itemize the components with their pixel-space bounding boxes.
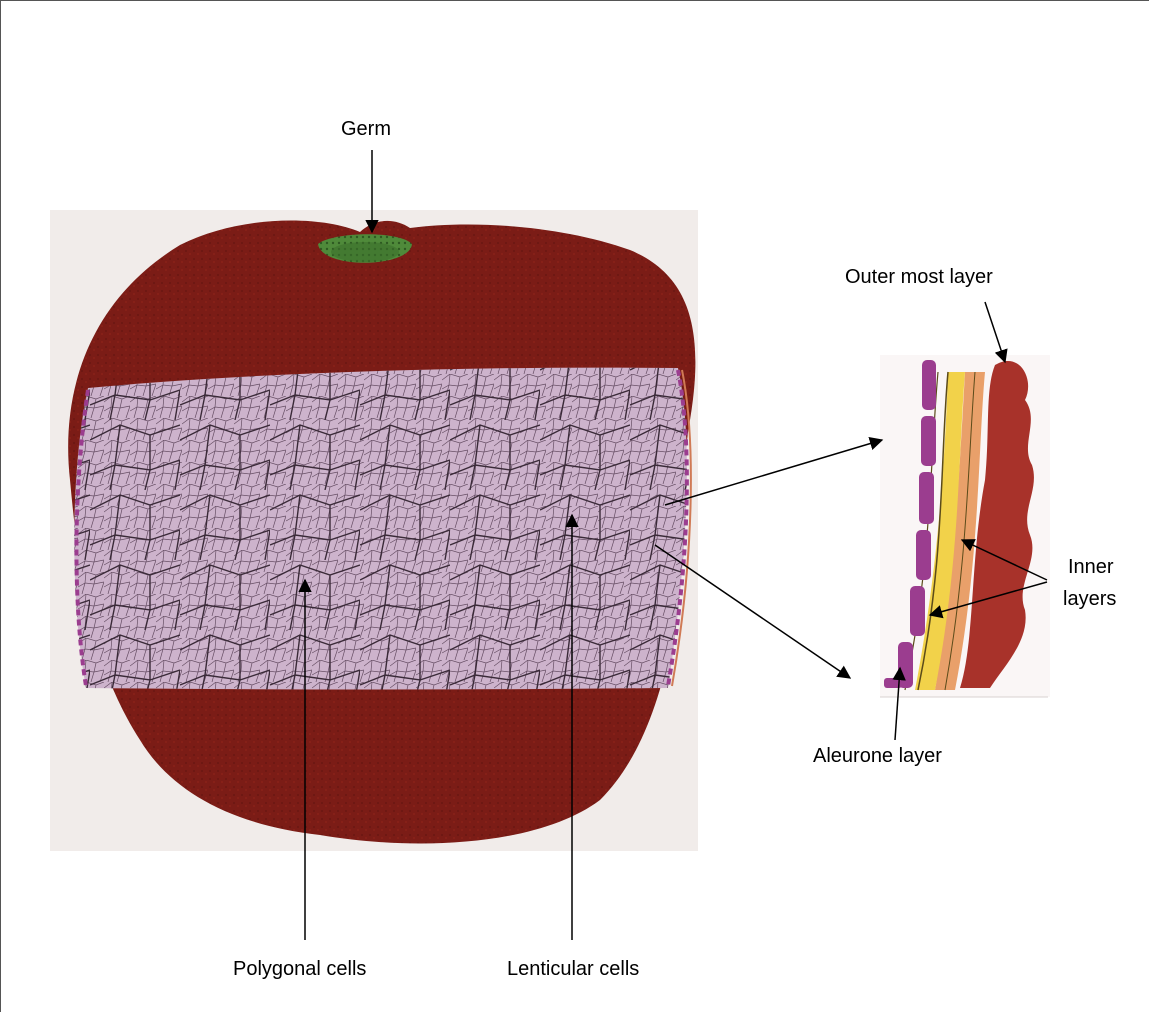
bran-layers-detail bbox=[880, 355, 1050, 697]
outer-most-layer-label: Outer most layer bbox=[845, 266, 993, 288]
inner-layers-label-line1: Inner bbox=[1068, 556, 1114, 578]
lenticular-cells-label: Lenticular cells bbox=[507, 958, 639, 980]
inner-layers-label-line2: layers bbox=[1063, 588, 1116, 610]
aleurone-layer-label: Aleurone layer bbox=[813, 745, 942, 767]
germ-label: Germ bbox=[341, 118, 391, 140]
polygonal-cells-label: Polygonal cells bbox=[233, 958, 366, 980]
outer-most-layer-arrow bbox=[985, 302, 1005, 362]
